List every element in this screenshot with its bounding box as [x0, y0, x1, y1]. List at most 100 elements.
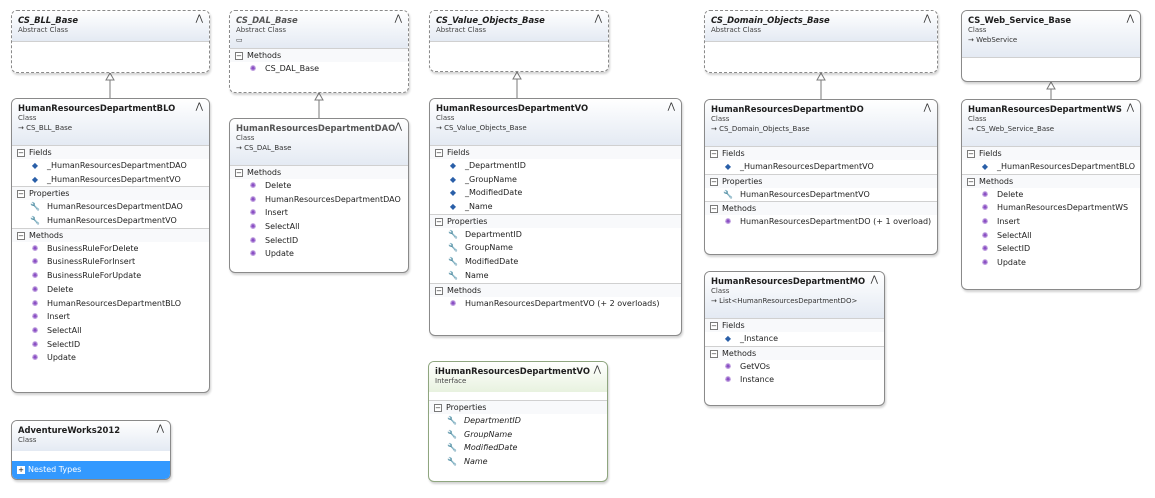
properties-section-header[interactable]: −Properties — [429, 400, 607, 414]
method-item[interactable]: ✺CS_DAL_Base — [230, 62, 408, 76]
method-item[interactable]: ✺Delete — [12, 283, 209, 297]
double-chevron-up-icon[interactable]: ⋀ — [593, 365, 601, 375]
methods-section-header[interactable]: −Methods — [230, 48, 408, 62]
method-item[interactable]: ✺BusinessRuleForInsert — [12, 255, 209, 269]
methods-section-header[interactable]: −Methods — [230, 165, 408, 179]
minus-icon[interactable]: − — [434, 404, 442, 412]
minus-icon[interactable]: − — [710, 349, 718, 358]
double-chevron-up-icon[interactable]: ⋀ — [195, 102, 203, 112]
method-item[interactable]: ✺Update — [962, 256, 1140, 270]
methods-section-header[interactable]: −Methods — [705, 201, 937, 216]
minus-icon[interactable]: − — [435, 149, 443, 157]
field-item[interactable]: ◆_DepartmentID — [430, 159, 681, 173]
fields-section-header[interactable]: −Fields — [705, 146, 937, 160]
property-item[interactable]: 🔧GroupName — [430, 241, 681, 255]
minus-icon[interactable]: − — [17, 190, 25, 199]
field-item[interactable]: ◆_HumanResourcesDepartmentBLO — [962, 160, 1140, 174]
method-item[interactable]: ✺HumanResourcesDepartmentVO (+ 2 overloa… — [430, 297, 681, 311]
method-item[interactable]: ✺HumanResourcesDepartmentDAO — [230, 193, 408, 207]
minus-icon[interactable]: − — [17, 231, 25, 240]
property-item[interactable]: 🔧GroupName — [429, 428, 607, 442]
minus-icon[interactable]: − — [710, 177, 718, 186]
minus-icon[interactable]: − — [967, 177, 975, 186]
field-item[interactable]: ◆_HumanResourcesDepartmentVO — [705, 160, 937, 174]
minus-icon[interactable]: − — [435, 286, 443, 295]
minus-icon[interactable]: − — [710, 150, 718, 158]
double-chevron-up-icon[interactable]: ⋀ — [195, 14, 203, 24]
class-human-resources-department-do[interactable]: HumanResourcesDepartmentDO Class → CS_Do… — [704, 99, 938, 255]
method-item[interactable]: ✺SelectAll — [12, 324, 209, 338]
method-item[interactable]: ✺SelectAll — [962, 229, 1140, 243]
interface-ihuman-resources-department-vo[interactable]: iHumanResourcesDepartmentVO Interface ⋀ … — [428, 361, 608, 482]
collapse-toggle-icon[interactable]: ▭ — [236, 36, 243, 44]
property-item[interactable]: 🔧HumanResourcesDepartmentVO — [12, 214, 209, 228]
methods-section-header[interactable]: −Methods — [12, 227, 209, 242]
method-item[interactable]: ✺Delete — [230, 179, 408, 193]
class-cs-domain-objects-base[interactable]: CS_Domain_Objects_Base Abstract Class ⋀ — [704, 10, 938, 73]
double-chevron-up-icon[interactable]: ⋀ — [1126, 103, 1134, 113]
property-item[interactable]: 🔧Name — [429, 455, 607, 469]
methods-section-header[interactable]: −Methods — [705, 345, 884, 360]
property-item[interactable]: 🔧DepartmentID — [429, 414, 607, 428]
fields-section-header[interactable]: −Fields — [962, 146, 1140, 160]
double-chevron-up-icon[interactable]: ⋀ — [870, 275, 878, 285]
method-item[interactable]: ✺HumanResourcesDepartmentDO (+ 1 overloa… — [705, 215, 937, 229]
properties-section-header[interactable]: −Properties — [705, 173, 937, 188]
double-chevron-up-icon[interactable]: ⋀ — [394, 14, 402, 24]
class-cs-dal-base[interactable]: CS_DAL_Base Abstract Class ▭ ⋀ −Methods … — [229, 10, 409, 93]
method-item[interactable]: ✺Insert — [12, 310, 209, 324]
minus-icon[interactable]: − — [235, 52, 243, 60]
property-item[interactable]: 🔧HumanResourcesDepartmentVO — [705, 188, 937, 202]
minus-icon[interactable]: − — [967, 150, 975, 158]
property-item[interactable]: 🔧HumanResourcesDepartmentDAO — [12, 200, 209, 214]
method-item[interactable]: ✺Delete — [962, 188, 1140, 202]
method-item[interactable]: ✺Update — [230, 247, 408, 261]
method-item[interactable]: ✺Instance — [705, 373, 884, 387]
double-chevron-up-icon[interactable]: ⋀ — [156, 424, 164, 434]
method-item[interactable]: ✺HumanResourcesDepartmentBLO — [12, 297, 209, 311]
field-item[interactable]: ◆_HumanResourcesDepartmentDAO — [12, 159, 209, 173]
method-item[interactable]: ✺SelectAll — [230, 220, 408, 234]
double-chevron-up-icon[interactable]: ⋀ — [1126, 14, 1134, 24]
method-item[interactable]: ✺Update — [12, 351, 209, 365]
class-human-resources-department-blo[interactable]: HumanResourcesDepartmentBLO Class → CS_B… — [11, 98, 210, 393]
double-chevron-up-icon[interactable]: ⋀ — [667, 102, 675, 112]
method-item[interactable]: ✺HumanResourcesDepartmentWS — [962, 201, 1140, 215]
methods-section-header[interactable]: −Methods — [430, 282, 681, 297]
minus-icon[interactable]: − — [710, 205, 718, 214]
method-item[interactable]: ✺SelectID — [230, 234, 408, 248]
fields-section-header[interactable]: −Fields — [12, 145, 209, 159]
properties-section-header[interactable]: −Properties — [12, 186, 209, 201]
class-adventure-works-2012[interactable]: AdventureWorks2012 Class ⋀ +Nested Types — [11, 420, 171, 480]
property-item[interactable]: 🔧ModifiedDate — [429, 441, 607, 455]
double-chevron-up-icon[interactable]: ⋀ — [923, 14, 931, 24]
class-human-resources-department-ws[interactable]: HumanResourcesDepartmentWS Class → CS_We… — [961, 99, 1141, 290]
field-item[interactable]: ◆_HumanResourcesDepartmentVO — [12, 173, 209, 187]
methods-section-header[interactable]: −Methods — [962, 173, 1140, 188]
fields-section-header[interactable]: −Fields — [705, 318, 884, 332]
minus-icon[interactable]: − — [710, 322, 718, 330]
method-item[interactable]: ✺BusinessRuleForDelete — [12, 242, 209, 256]
nested-types-section-header[interactable]: +Nested Types — [12, 461, 170, 479]
properties-section-header[interactable]: −Properties — [430, 213, 681, 228]
plus-icon[interactable]: + — [17, 466, 25, 474]
method-item[interactable]: ✺Insert — [962, 215, 1140, 229]
minus-icon[interactable]: − — [17, 149, 25, 157]
fields-section-header[interactable]: −Fields — [430, 145, 681, 159]
property-item[interactable]: 🔧ModifiedDate — [430, 255, 681, 269]
double-chevron-up-icon[interactable]: ⋀ — [923, 103, 931, 113]
property-item[interactable]: 🔧Name — [430, 269, 681, 283]
method-item[interactable]: ✺BusinessRuleForUpdate — [12, 269, 209, 283]
field-item[interactable]: ◆_Name — [430, 200, 681, 214]
method-item[interactable]: ✺SelectID — [12, 338, 209, 352]
minus-icon[interactable]: − — [235, 169, 243, 177]
class-human-resources-department-mo[interactable]: HumanResourcesDepartmentMO Class → List<… — [704, 271, 885, 406]
class-cs-bll-base[interactable]: CS_BLL_Base Abstract Class ⋀ — [11, 10, 210, 73]
field-item[interactable]: ◆_GroupName — [430, 173, 681, 187]
double-chevron-up-icon[interactable]: ⋀ — [394, 122, 402, 132]
class-cs-value-objects-base[interactable]: CS_Value_Objects_Base Abstract Class ⋀ — [429, 10, 609, 72]
class-cs-web-service-base[interactable]: CS_Web_Service_Base Class → WebService ⋀ — [961, 10, 1141, 82]
field-item[interactable]: ◆_ModifiedDate — [430, 186, 681, 200]
field-item[interactable]: ◆_Instance — [705, 332, 884, 346]
class-human-resources-department-vo[interactable]: HumanResourcesDepartmentVO Class → CS_Va… — [429, 98, 682, 336]
